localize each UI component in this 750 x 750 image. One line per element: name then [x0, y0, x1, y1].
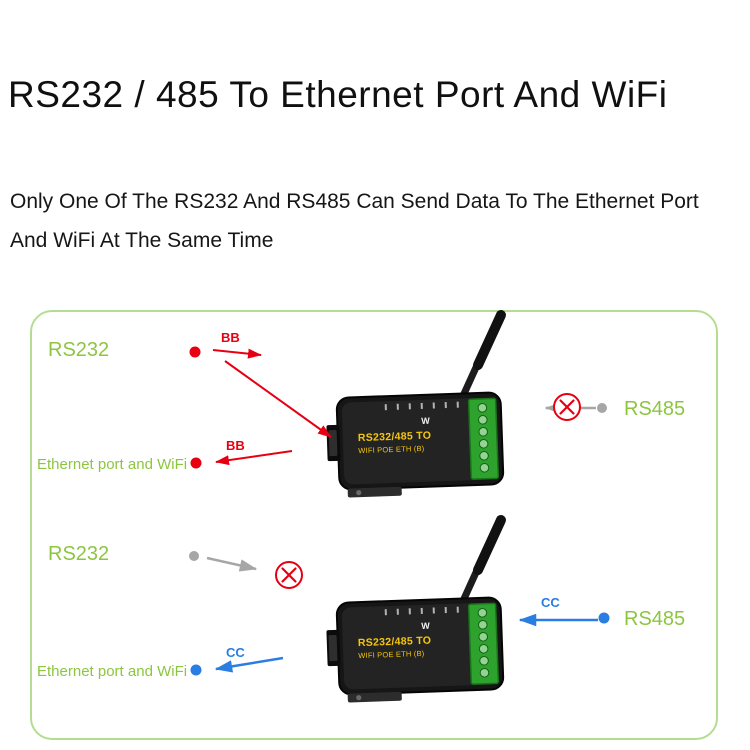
cc-label-right: CC [541, 595, 560, 610]
bb-arrow-bottom [215, 450, 293, 466]
cc-label-bottom: CC [226, 645, 245, 660]
device-image-top [325, 315, 503, 498]
page-title: RS232 / 485 To Ethernet Port And WiFi [8, 74, 668, 115]
subtitle-line2: And WiFi At The Same Time [10, 229, 274, 252]
subtitle-line1: Only One Of The RS232 And RS485 Can Send… [10, 190, 699, 213]
rs232-arrow-blocked [206, 556, 258, 572]
rs232-to-device-line [224, 360, 332, 438]
bb-label-bottom: BB [226, 438, 245, 453]
ethernet-label-top: Ethernet port and WiFi [37, 456, 188, 473]
bb-label-top: BB [221, 330, 240, 345]
blocked-icon-rs485 [553, 393, 581, 421]
bb-arrow-top [212, 348, 262, 359]
cc-arrow-bottom [214, 656, 284, 673]
ethernet-dot-top [190, 457, 202, 469]
device-image-bottom [325, 520, 503, 703]
rs232-label-top: RS232 [48, 339, 110, 361]
subtitle: Only One Of The RS232 And RS485 Can Send… [10, 182, 699, 260]
rs485-label-top: RS485 [624, 398, 686, 420]
rs485-label-bottom: RS485 [624, 608, 686, 630]
rs232-dot-bottom [189, 551, 199, 561]
ethernet-dot-bottom [190, 664, 202, 676]
rs485-dot-top [597, 403, 607, 413]
ethernet-label-bottom: Ethernet port and WiFi [37, 663, 188, 680]
rs232-dot-top [189, 346, 201, 358]
blocked-icon-rs232 [275, 561, 303, 589]
rs485-dot-bottom [598, 612, 610, 624]
rs232-label-bottom: RS232 [48, 543, 110, 565]
